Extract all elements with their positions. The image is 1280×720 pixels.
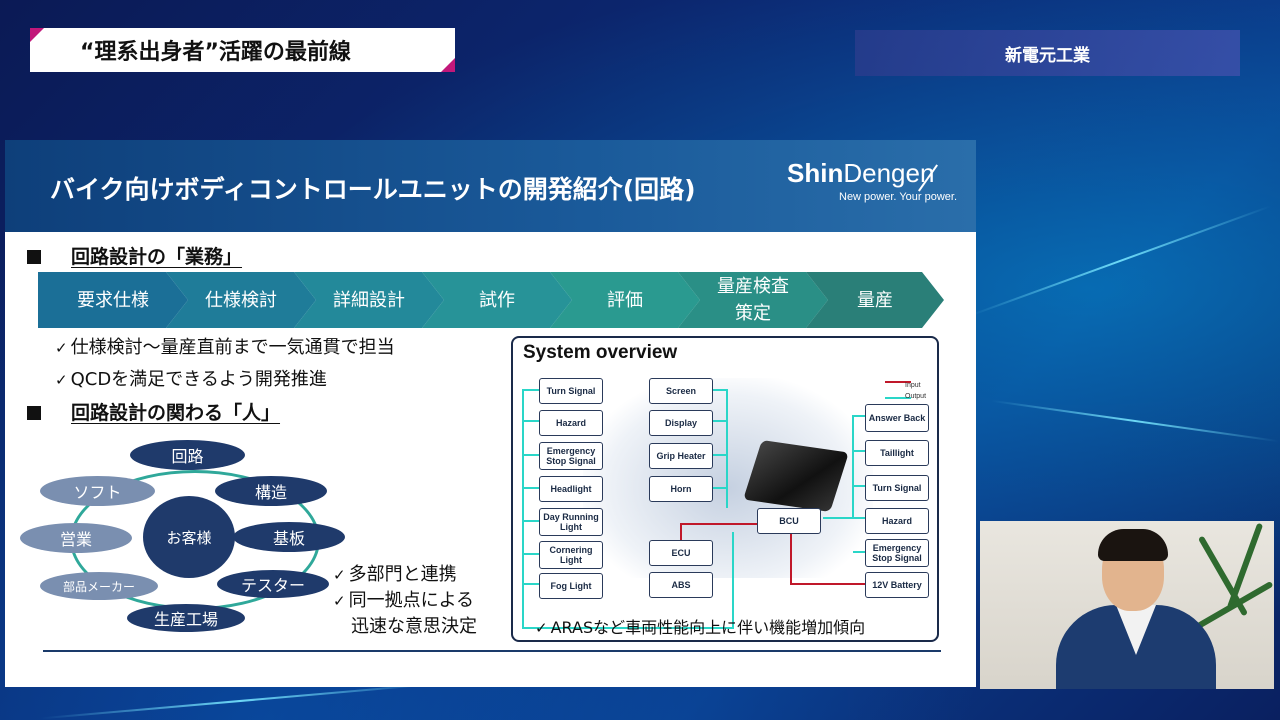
check-icon: ✓: [55, 371, 68, 389]
square-bullet-icon: [27, 250, 41, 264]
check-icon: ✓: [333, 592, 346, 610]
section-title-people: 回路設計の関わる「人」: [27, 398, 280, 425]
process-step: 評価: [550, 272, 700, 328]
list-item: 迅速な意思決定: [351, 616, 477, 637]
system-box: Headlight: [539, 476, 603, 502]
system-box: Display: [649, 410, 713, 436]
company-name-badge: 新電元工業: [855, 30, 1240, 76]
process-step: 試作: [422, 272, 572, 328]
logo-brand-bold: Shin: [787, 158, 844, 188]
badge-corner-decoration: [30, 28, 44, 42]
process-flow: 要求仕様 仕様検討 詳細設計 試作 評価 量産検査 策定 量産: [38, 272, 944, 328]
system-box: ABS: [649, 572, 713, 598]
process-step: 詳細設計: [294, 272, 444, 328]
system-box: Day Running Light: [539, 508, 603, 536]
people-node: テスター: [217, 570, 329, 598]
work-bullets: ✓仕様検討～量産直前まで一気通貫で担当 ✓QCDを満足できるよう開発推進: [55, 332, 395, 396]
legend-output: Output: [905, 393, 927, 400]
system-box: Grip Heater: [649, 443, 713, 469]
people-node: 部品メーカー: [40, 572, 158, 600]
system-box: ECU: [649, 540, 713, 566]
bcu-box: BCU: [757, 508, 821, 534]
shindengen-logo: ShinDengen New power. Your power.: [787, 158, 957, 203]
list-item: ✓同一拠点による: [333, 590, 475, 611]
people-node: 構造: [215, 476, 327, 506]
legend-input: Input: [905, 382, 921, 389]
process-step: 量産: [806, 272, 944, 328]
system-overview-panel: System overview Input Out: [511, 336, 939, 642]
system-box: Hazard: [865, 508, 929, 534]
people-node: 営業: [20, 523, 132, 553]
system-footer: ✓ARASなど車両性能向上に伴い機能増加傾向: [535, 618, 866, 637]
presenter-video: [980, 521, 1274, 689]
slide-title: バイク向けボディコントロールユニットの開発紹介(回路): [50, 175, 696, 204]
process-step: 量産検査 策定: [678, 272, 828, 328]
presentation-slide: バイク向けボディコントロールユニットの開発紹介(回路) ShinDengen N…: [5, 140, 976, 687]
system-connection-lines: [522, 381, 911, 629]
system-box: Answer Back: [865, 404, 929, 432]
system-box: Emergency Stop Signal: [539, 442, 603, 470]
slide-divider: [43, 650, 941, 652]
people-node: 基板: [233, 522, 345, 552]
system-box: Taillight: [865, 440, 929, 466]
logo-tagline: New power. Your power.: [839, 191, 958, 203]
process-step: 要求仕様: [38, 272, 188, 328]
system-box: Emergency Stop Signal: [865, 539, 929, 567]
list-item: ✓多部門と連携: [333, 564, 457, 585]
system-box: Cornering Light: [539, 541, 603, 569]
system-box: Hazard: [539, 410, 603, 436]
system-box: Turn Signal: [539, 378, 603, 404]
program-title: “理系出身者”活躍の最前線: [80, 40, 351, 65]
list-item: ✓仕様検討～量産直前まで一気通貫で担当: [55, 337, 395, 358]
system-box: 12V Battery: [865, 572, 929, 598]
badge-corner-decoration: [441, 58, 455, 72]
square-bullet-icon: [27, 406, 41, 420]
people-node: 生産工場: [127, 604, 245, 632]
slide-header: バイク向けボディコントロールユニットの開発紹介(回路) ShinDengen N…: [5, 140, 976, 232]
people-node: ソフト: [40, 476, 155, 506]
system-box: Turn Signal: [865, 475, 929, 501]
logo-brand-rest: Dengen: [843, 158, 935, 188]
section-title-work: 回路設計の「業務」: [27, 242, 242, 269]
check-icon: ✓: [535, 619, 548, 637]
company-name: 新電元工業: [1005, 45, 1090, 66]
program-title-badge: “理系出身者”活躍の最前線: [30, 28, 455, 72]
legend: Input Output: [905, 380, 926, 402]
presenter-hair: [1098, 529, 1168, 561]
process-step: 仕様検討: [166, 272, 316, 328]
people-node: 回路: [130, 440, 245, 470]
system-overview-title: System overview: [523, 342, 678, 363]
system-box: Screen: [649, 378, 713, 404]
system-box: Fog Light: [539, 573, 603, 599]
customer-circle: お客様: [143, 496, 235, 578]
list-item: ✓QCDを満足できるよう開発推進: [55, 369, 327, 390]
check-icon: ✓: [333, 566, 346, 584]
system-box: Horn: [649, 476, 713, 502]
people-bullets: ✓多部門と連携 ✓同一拠点による 迅速な意思決定: [333, 562, 477, 640]
check-icon: ✓: [55, 339, 68, 357]
